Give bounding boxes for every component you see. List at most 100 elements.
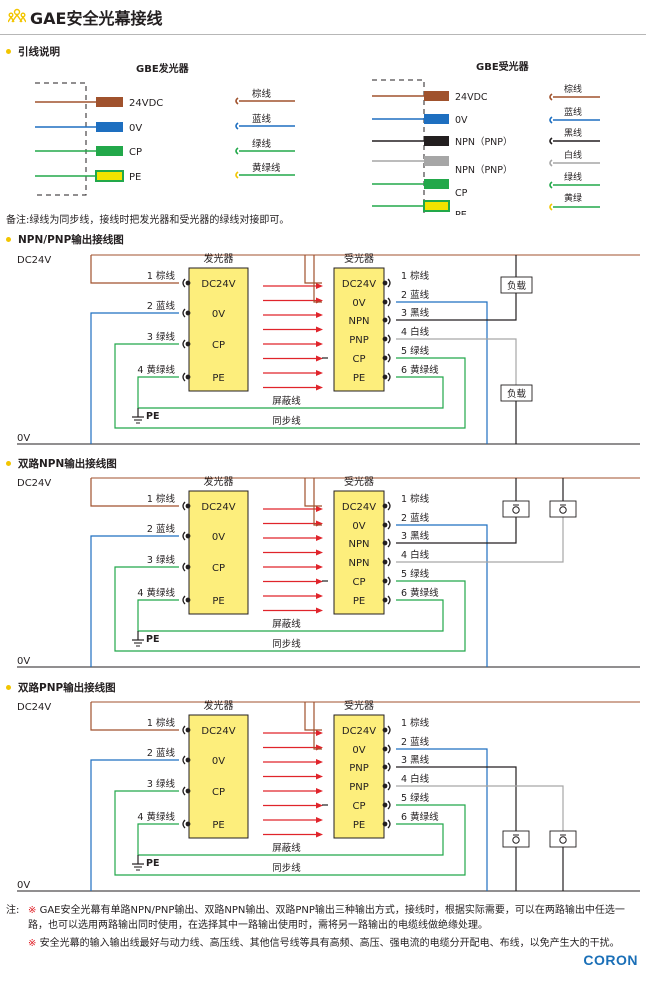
emitter-wire-label: 2 蓝线 — [147, 300, 176, 312]
legend-remark: 备注:绿线为同步线，接线时把发光器和受光器的绿线对接即可。 — [6, 215, 290, 226]
dc24v-label: DC24V — [17, 255, 51, 266]
receiver-wire-label: 5 绿线 — [401, 345, 430, 357]
receiver-connector-dot — [382, 764, 388, 770]
wire-blue-receiver — [396, 748, 488, 891]
color-label: 棕线 — [564, 83, 582, 95]
receiver-wire-label: NPN（PNP） — [455, 136, 513, 148]
receiver-connector-dot — [382, 540, 388, 546]
relay-icon — [502, 500, 530, 518]
wiring-diagram-dual-npn: DC24V0V发光器受光器DC24V0VCPPE1 棕线2 蓝线3 绿线4 黄绿… — [17, 475, 640, 668]
receiver-wire-label: CP — [455, 188, 468, 199]
receiver-wire-label: 1 棕线 — [401, 493, 430, 505]
legend-swatch-brown — [424, 91, 449, 101]
receiver-wire-label: 4 白线 — [401, 549, 430, 561]
color-label: 绿线 — [564, 171, 582, 183]
receiver-pin-label: CP — [352, 577, 365, 588]
light-beam-arrowhead — [316, 607, 323, 614]
receiver-wire-label: 6 黄绿线 — [401, 364, 439, 376]
wire-brown-receiver-link — [313, 478, 322, 526]
color-label: 绿线 — [252, 138, 272, 150]
output-wire-black — [396, 766, 517, 831]
emitter-connector-dot — [185, 788, 191, 794]
emitter-connector-dot — [185, 727, 191, 733]
emitter-connector — [182, 562, 186, 572]
receiver-wire-label: 3 黑线 — [401, 307, 430, 319]
receiver-connector — [387, 372, 391, 382]
receiver-connector-dot — [382, 503, 388, 509]
emitter-connector — [182, 755, 186, 765]
emitter-wire-label: 1 棕线 — [147, 493, 176, 505]
light-beam-arrowhead — [316, 593, 323, 599]
light-beam-arrowhead — [316, 730, 323, 736]
light-beam-arrowhead — [316, 384, 323, 391]
relay-icon-coil — [559, 836, 567, 844]
emitter-connector — [182, 725, 186, 735]
note-mark: ※ — [28, 905, 37, 916]
bullet-icon — [6, 460, 11, 466]
shield-wire — [137, 376, 444, 409]
output-wire-black — [396, 517, 517, 544]
receiver-pin-label: PNP — [349, 335, 369, 346]
emitter-pin-label: DC24V — [201, 279, 235, 290]
light-beam-arrowhead — [316, 802, 323, 809]
sync-label: 同步线 — [272, 415, 301, 427]
receiver-wire-label: 4 白线 — [401, 773, 430, 785]
receiver-pin-label: PNP — [349, 763, 369, 774]
emitter-connector — [182, 501, 186, 511]
legend-heading-text: 引线说明 — [18, 46, 60, 58]
note-text: GAE安全光幕有单路NPN/PNP输出、双路NPN输出、双路PNP输出三种输出方… — [28, 905, 625, 931]
emitter-connector — [182, 531, 186, 541]
emitter-pin-label: CP — [212, 563, 225, 574]
emitter-connector-dot — [185, 533, 191, 539]
shield-wire — [137, 823, 444, 856]
sync-label: 同步线 — [272, 862, 301, 874]
receiver-connector-dot — [382, 559, 388, 565]
receiver-wire-label: NPN（PNP） — [455, 164, 513, 176]
sync-label: 同步线 — [272, 638, 301, 650]
light-beam-arrowhead — [316, 341, 323, 347]
output-wire-black — [396, 293, 517, 321]
pe-label: PE — [146, 634, 159, 645]
receiver-pin-label: PNP — [349, 782, 369, 793]
receiver-pin-label: NPN — [349, 316, 370, 327]
diagram-heading-text: 双路NPN输出接线图 — [18, 458, 117, 470]
receiver-wire-label: 1 棕线 — [401, 270, 430, 282]
legend-heading: 引线说明 — [6, 44, 60, 59]
receiver-connector-dot — [382, 727, 388, 733]
receiver-pin-label: DC24V — [342, 502, 376, 513]
receiver-connector-dot — [382, 746, 388, 752]
receiver-color-legend: 棕线 蓝线 黑线 白线 绿线 黄绿 — [549, 83, 600, 211]
emitter-wire-label: PE — [129, 172, 141, 183]
emitter-connector-dot — [185, 564, 191, 570]
diagram-heading: NPN/PNP输出接线图 — [6, 232, 124, 247]
wire-brown-receiver — [304, 702, 322, 731]
legend-swatch-green — [424, 179, 449, 189]
load-label: 负载 — [507, 280, 527, 292]
emitter-wire-label: 1 棕线 — [147, 717, 176, 729]
wiring-diagram-dual-pnp: DC24V0V发光器受光器DC24V0VCPPE1 棕线2 蓝线3 绿线4 黄绿… — [17, 699, 640, 892]
receiver-connector-dot — [382, 597, 388, 603]
receiver-wire-label: 2 蓝线 — [401, 512, 430, 524]
light-beam-arrowhead — [316, 506, 323, 512]
note-item: ※ 安全光幕的输入输出线最好与动力线、高压线、其他信号线等具有高频、高压、强电流… — [28, 936, 640, 951]
light-beam-arrowhead — [316, 355, 323, 362]
bullet-icon — [6, 236, 11, 242]
wire-brown-receiver-link — [313, 255, 322, 303]
bullet-icon — [6, 48, 11, 54]
wire-blue-receiver — [396, 524, 488, 667]
receiver-wire-label: 24VDC — [455, 92, 488, 103]
wiring-diagram-npn-pnp: DC24V0V发光器受光器DC24V0VCPPE1 棕线2 蓝线3 绿线4 黄绿… — [17, 252, 640, 445]
receiver-wire-label: 2 蓝线 — [401, 736, 430, 748]
emitter-pin-label: 0V — [212, 309, 225, 320]
receiver-legend-title: GBE受光器 — [476, 60, 530, 73]
emitter-connector — [182, 339, 186, 349]
legend-swatch-green — [96, 146, 123, 156]
receiver-pin-label: 0V — [352, 521, 365, 532]
receiver-connector-dot — [382, 374, 388, 380]
emitter-wire-label: 24VDC — [129, 98, 163, 109]
emitter-connector-dot — [185, 280, 191, 286]
diagram-heading: 双路PNP输出接线图 — [6, 680, 116, 695]
receiver-pin-label: CP — [352, 354, 365, 365]
emitter-pin-label: 0V — [212, 532, 225, 543]
receiver-pin-label: PE — [353, 373, 365, 384]
